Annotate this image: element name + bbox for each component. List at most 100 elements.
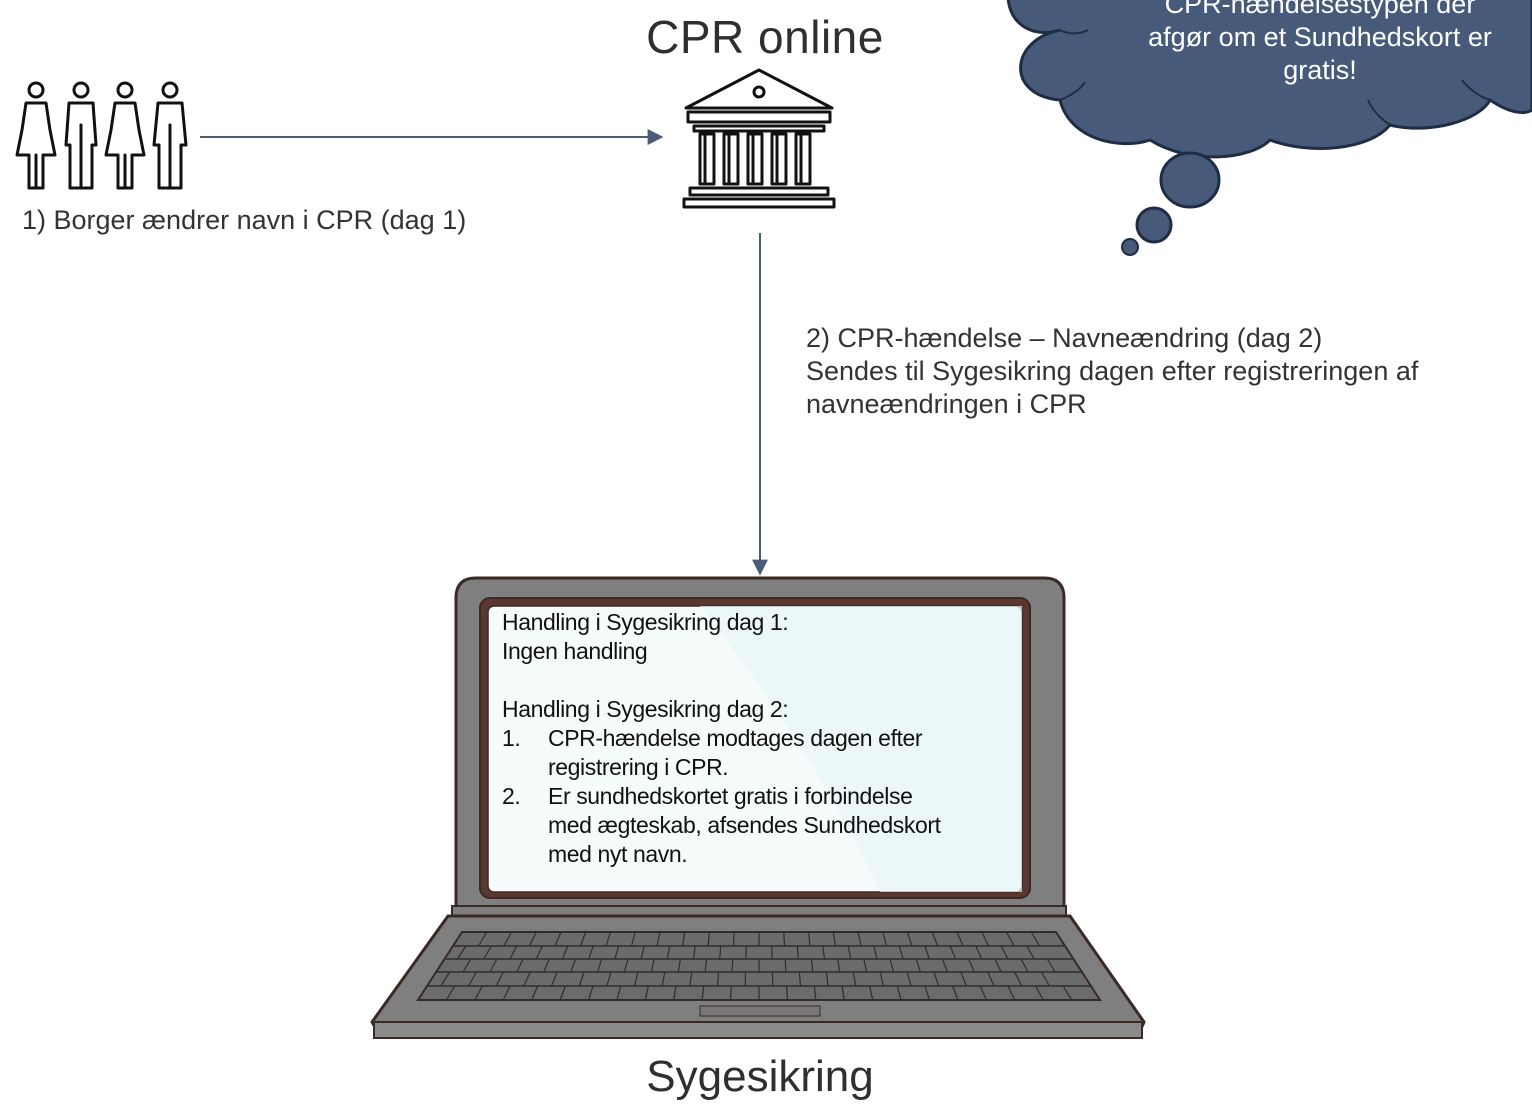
keyboard-key-divider: [477, 931, 488, 947]
list-item-line: med nyt navn.: [548, 841, 688, 867]
keyboard-key-divider: [457, 945, 467, 960]
keyboard-key-divider: [677, 958, 681, 973]
keyboard-key-divider: [644, 985, 649, 1001]
keyboard-key-divider: [873, 945, 878, 960]
keyboard-key-divider: [981, 931, 990, 947]
list-item-line: med ægteskab, afsendes Sundhedskort: [548, 812, 941, 838]
keyboard-key-divider: [673, 985, 677, 1001]
keyboard-key-divider: [509, 945, 518, 960]
keyboard-key-divider: [1040, 971, 1050, 987]
keyboard-key-divider: [1026, 945, 1035, 960]
keyboard-key-divider: [784, 958, 787, 973]
keyboard-key-divider: [906, 931, 913, 947]
keyboard-key-divider: [503, 931, 513, 947]
cloud-callout-text: CPR-hændelsestypen der afgør om et Sundh…: [1090, 0, 1532, 87]
keyboard-key-divider: [931, 931, 939, 947]
list-item: 1. CPR-hændelse modtages dagen efter reg…: [502, 724, 1022, 782]
keyboard-key-divider: [666, 945, 671, 960]
keyboard-key-divider: [857, 931, 862, 947]
keyboard-key-divider: [523, 971, 531, 987]
keyboard-key-divider: [896, 985, 902, 1001]
keyboard-key-divider: [707, 931, 711, 947]
list-item-line: registrering i CPR.: [548, 754, 729, 780]
keyboard-key-divider: [924, 945, 930, 960]
keyboard-key-divider: [596, 958, 603, 973]
keyboard-key-divider: [579, 931, 587, 947]
keyboard-key-divider: [445, 985, 456, 1001]
keyboard-key-divider: [915, 958, 922, 973]
keyboard-key-divider: [516, 958, 524, 973]
keyboard-key-divider: [786, 985, 789, 1001]
keyboard-key-divider: [810, 958, 814, 973]
keyboard-key-divider: [614, 945, 620, 960]
keyboard-key-divider: [633, 971, 639, 987]
keyboard-key-divider: [616, 985, 622, 1001]
keyboard-key-divider: [692, 945, 696, 960]
keyboard-key-divider: [689, 971, 693, 987]
sygesikring-title: Sygesikring: [646, 1052, 874, 1101]
keyboard-key-divider: [468, 971, 478, 987]
cpr-online-title: CPR online: [646, 11, 884, 63]
keyboard-key-divider: [640, 945, 645, 960]
keyboard-key-divider: [528, 931, 537, 947]
keyboard-key-divider: [869, 985, 874, 1001]
keyboard-key-divider: [570, 958, 577, 973]
keyboard-key-divider: [994, 958, 1002, 973]
keyboard-key-divider: [1005, 931, 1015, 947]
keyboard-key-divider: [1020, 958, 1029, 973]
keyboard-key-divider: [1046, 958, 1056, 973]
keyboard-key-divider: [898, 945, 904, 960]
day1-heading: Handling i Sygesikring dag 1:: [502, 609, 789, 635]
keyboard-key-divider: [729, 985, 732, 1001]
step-2-line: navneændringen i CPR: [806, 389, 1087, 419]
step-1-label: 1) Borger ændrer navn i CPR (dag 1): [22, 205, 467, 235]
people-group-icon: [15, 81, 188, 190]
keyboard-key-divider: [968, 958, 975, 973]
keyboard-key-divider: [578, 971, 585, 987]
keyboard-key-divider: [1014, 971, 1023, 987]
keyboard-key-divider: [588, 945, 594, 960]
keyboard-key-divider: [605, 931, 612, 947]
keyboard-key-divider: [796, 945, 799, 960]
keyboard-key-divider: [681, 931, 686, 947]
laptop-screen-content: Handling i Sygesikring dag 1: Ingen hand…: [502, 608, 1022, 869]
keyboard-key-divider: [1062, 985, 1073, 1001]
keyboard-key-divider: [732, 931, 735, 947]
list-item-line: Er sundhedskortet gratis i forbindelse: [548, 783, 913, 809]
keyboard-key-divider: [807, 931, 811, 947]
keyboard-key-divider: [623, 958, 629, 973]
keyboard-key-divider: [813, 985, 817, 1001]
keyboard-key-divider: [489, 958, 498, 973]
day1-text: Ingen handling: [502, 638, 648, 664]
keyboard-key-divider: [716, 971, 720, 987]
keyboard-key-divider: [502, 985, 511, 1001]
keyboard-key-divider: [1035, 985, 1044, 1001]
keyboard-key-divider: [783, 931, 786, 947]
keyboard-key-divider: [483, 945, 492, 960]
keyboard-key-divider: [554, 931, 562, 947]
keyboard-key-divider: [852, 971, 857, 987]
step-2-description: 2) CPR-hændelse – Navneændring (dag 2) S…: [806, 322, 1418, 421]
keyboard-key-divider: [656, 931, 661, 947]
cloud-line: gratis!: [1283, 55, 1357, 85]
cloud-line: afgør om et Sundhedskort er: [1148, 22, 1492, 52]
keyboard-key-divider: [704, 958, 708, 973]
keyboard-key-divider: [531, 985, 539, 1001]
keyboard-key-divider: [979, 985, 987, 1001]
cloud-line: CPR-hændelsestypen der: [1164, 0, 1476, 19]
government-building-icon: [682, 68, 836, 209]
keyboard-key-divider: [561, 945, 569, 960]
day2-heading: Handling i Sygesikring dag 2:: [502, 696, 789, 722]
keyboard-key-divider: [847, 945, 852, 960]
keyboard-key-divider: [1030, 931, 1041, 947]
keyboard-key-divider: [559, 985, 566, 1001]
keyboard-key-divider: [960, 971, 968, 987]
keyboard-key-divider: [924, 985, 931, 1001]
keyboard-key-divider: [650, 958, 655, 973]
thought-cloud-icon: [1006, 0, 1532, 256]
keyboard-key-divider: [462, 958, 472, 973]
keyboard-key-divider: [863, 958, 868, 973]
list-item-line: CPR-hændelse modtages dagen efter: [548, 725, 923, 751]
keyboard-key-divider: [495, 971, 504, 987]
